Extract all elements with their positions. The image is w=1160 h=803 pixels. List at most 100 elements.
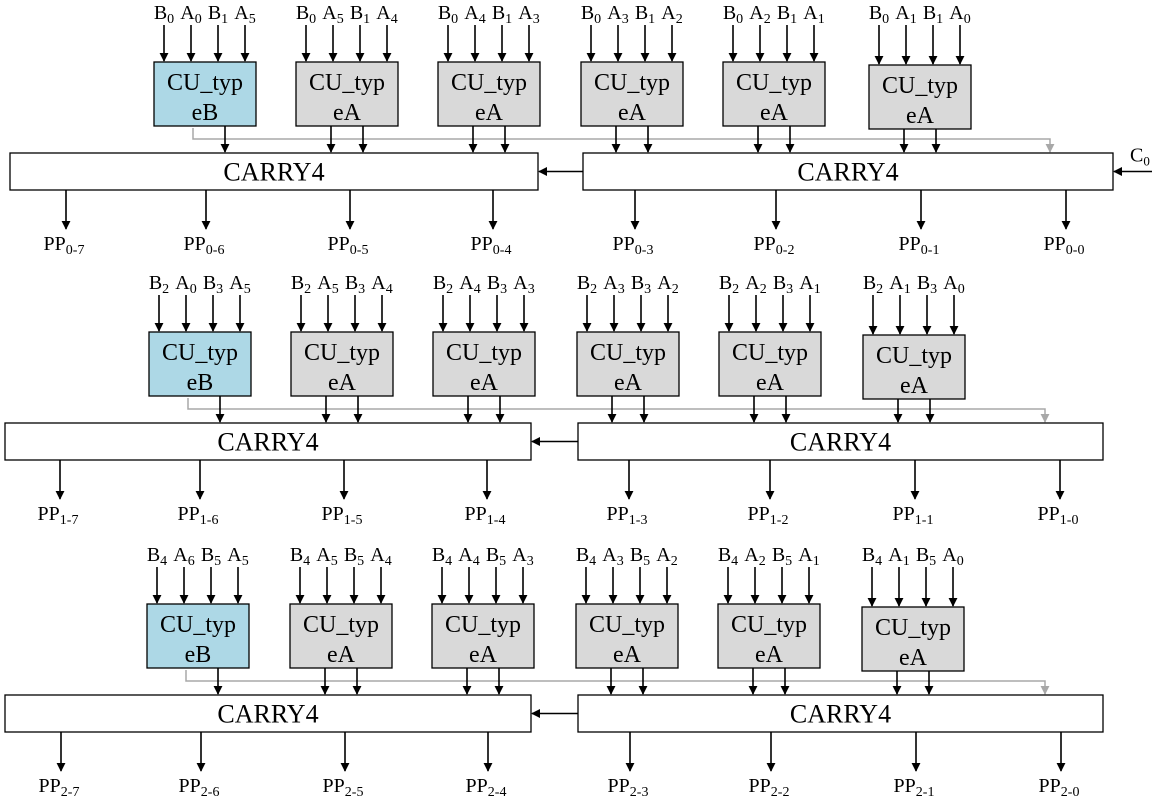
partial-product-label: PP1-5: [322, 503, 363, 528]
cu-input-label: B2: [863, 272, 883, 297]
cu-input-label-sub: 1: [790, 12, 797, 27]
cu-input-label-sub: 5: [499, 554, 506, 569]
cu-input-label-main: A: [942, 544, 957, 566]
cu-input-label-sub: 3: [358, 282, 365, 297]
cu-type-label-line1: CU_typ: [303, 612, 379, 638]
cu-input-label: B4: [718, 544, 738, 569]
cu-input-label: A0: [180, 2, 201, 27]
cu-input-label: A0: [175, 272, 196, 297]
cu-type-label-line2: eA: [618, 100, 647, 126]
cu-input-label-main: A: [371, 272, 386, 294]
cu-input-label-sub: 4: [474, 282, 481, 297]
cu-input-label-sub: 0: [736, 12, 743, 27]
cu-type-a-block: [861, 606, 965, 672]
cu-input-label-main: A: [603, 272, 618, 294]
cu-input-label: B3: [203, 272, 223, 297]
cu-type-label-line2: eA: [756, 370, 785, 396]
cu-input-label: A3: [602, 544, 623, 569]
carry4-block-right: [577, 694, 1104, 733]
cu-type-label-line1: CU_typ: [875, 615, 951, 641]
cu-input-label-sub: 0: [958, 282, 965, 297]
cu-input-label-sub: 4: [391, 12, 398, 27]
partial-product-label-sub: 0-4: [493, 243, 512, 258]
cu-input-label-main: A: [464, 2, 479, 24]
cu-input-label-main: A: [799, 272, 814, 294]
cu-type-label-line2: eA: [760, 100, 789, 126]
partial-product-label-sub: 1-7: [60, 513, 79, 528]
cu-input-label: B0: [723, 2, 743, 27]
carry-chain-lines: [185, 128, 1055, 695]
cu-type-label-line1: CU_typ: [445, 612, 521, 638]
cu-input-label-sub: 1: [904, 282, 911, 297]
cu-input-label-sub: 3: [216, 282, 223, 297]
partial-product-label: PP1-1: [893, 503, 934, 528]
cu-type-label-line1: CU_typ: [304, 340, 380, 366]
cu-type-label-line2-text: eA: [900, 373, 929, 399]
cu-type-label-line1-text: CU_typ: [882, 73, 958, 99]
cu-type-label-line2: eA: [327, 642, 356, 668]
cu-input-label-sub: 5: [357, 554, 364, 569]
partial-product-label: PP1-2: [748, 503, 789, 528]
cu-input-label: B3: [487, 272, 507, 297]
cu-input-label-main: B: [869, 2, 882, 24]
cu-input-label-sub: 2: [446, 282, 453, 297]
cu-input-label-main: B: [438, 2, 451, 24]
cu-input-label-sub: 3: [528, 282, 535, 297]
cu-input-label-main: B: [917, 272, 930, 294]
cu-type-label-line2: eA: [614, 370, 643, 396]
partial-product-label-main: PP: [893, 503, 915, 525]
partial-product-label-sub: 0-1: [921, 243, 940, 258]
carry-chain-line: [185, 670, 1050, 695]
partial-product-label-sub: 0-0: [1066, 243, 1085, 258]
partial-product-label-main: PP: [44, 233, 66, 255]
cu-input-label-main: B: [492, 2, 505, 24]
cu-type-label-line2: eB: [185, 642, 212, 668]
cu-type-label-line1-text: CU_typ: [304, 340, 380, 366]
partial-product-label: PP0-3: [613, 233, 654, 258]
cu-input-label-sub: 1: [814, 282, 821, 297]
cu-type-label-line2-text: eA: [613, 642, 642, 668]
carry4-label-left-text: CARRY4: [217, 428, 318, 457]
cu-input-label-sub: 2: [876, 282, 883, 297]
cu-input-label-main: B: [296, 2, 309, 24]
cu-input-label-main: A: [229, 272, 244, 294]
cu-input-label-main: A: [376, 2, 391, 24]
cu-input-label-main: A: [370, 544, 385, 566]
cu-input-label: A5: [227, 544, 248, 569]
cu-type-label-line2-text: eA: [906, 103, 935, 129]
cu-type-b-block: [146, 603, 250, 669]
cu-input-label: A0: [942, 544, 963, 569]
partial-product-label: PP1-0: [1038, 503, 1079, 528]
partial-product-label-sub: 2-6: [201, 785, 220, 800]
cu-input-label-main: B: [487, 272, 500, 294]
cu-type-b-block: [153, 61, 257, 127]
cu-type-a-block: [717, 603, 821, 669]
partial-product-label-main: PP: [894, 775, 916, 797]
cu-type-label-line2-text: eA: [470, 370, 499, 396]
cu-input-label-main: B: [291, 272, 304, 294]
cu-input-label-main: A: [513, 272, 528, 294]
carry-chain-line: [187, 398, 1050, 423]
cu-input-label: A2: [656, 544, 677, 569]
cu-input-label-main: A: [173, 544, 188, 566]
cu-input-label: B5: [916, 544, 936, 569]
cu-input-label-main: B: [863, 272, 876, 294]
partial-product-label-main: PP: [184, 233, 206, 255]
cu-input-label-main: B: [777, 2, 790, 24]
cu-input-label-sub: 5: [337, 12, 344, 27]
partial-product-label-sub: 2-0: [1061, 785, 1080, 800]
cu-input-label-sub: 4: [479, 12, 486, 27]
cu-input-label: A1: [888, 544, 909, 569]
carry4-label-right-text: CARRY4: [790, 428, 891, 457]
cu-input-label-main: B: [923, 2, 936, 24]
cu-input-label: B2: [577, 272, 597, 297]
cu-input-label: A4: [370, 544, 391, 569]
partial-product-label: PP2-4: [466, 775, 507, 800]
partial-product-label: PP1-4: [465, 503, 506, 528]
cu-type-label-line1-text: CU_typ: [451, 70, 527, 96]
cu-input-label: B2: [433, 272, 453, 297]
partial-product-label-main: PP: [899, 233, 921, 255]
cu-input-label-sub: 2: [304, 282, 311, 297]
cu-input-label: B4: [576, 544, 596, 569]
